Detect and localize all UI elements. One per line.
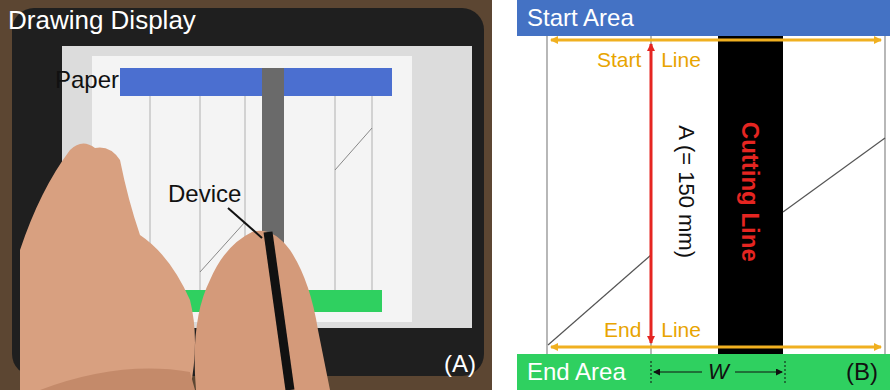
dimension-label: Cutting Line — [736, 122, 764, 262]
text-label: Start Line — [597, 48, 701, 72]
text-label: (B) — [846, 358, 878, 386]
area-band: End Area — [517, 354, 890, 390]
photo-panel — [0, 0, 492, 390]
text-label: End Line — [604, 318, 701, 342]
area-name: Start Area — [517, 4, 634, 32]
text-label: Paper — [55, 66, 119, 94]
area-name: End Area — [517, 358, 626, 386]
text-label: W — [708, 359, 729, 384]
area-band: Start Area — [517, 0, 890, 36]
schematic-panel — [517, 36, 890, 354]
text-label: (A) — [444, 350, 476, 378]
text-label: Drawing Display — [8, 6, 196, 36]
dimension-label: A (= 150 mm) — [674, 125, 699, 258]
text-label: Device — [168, 180, 241, 208]
